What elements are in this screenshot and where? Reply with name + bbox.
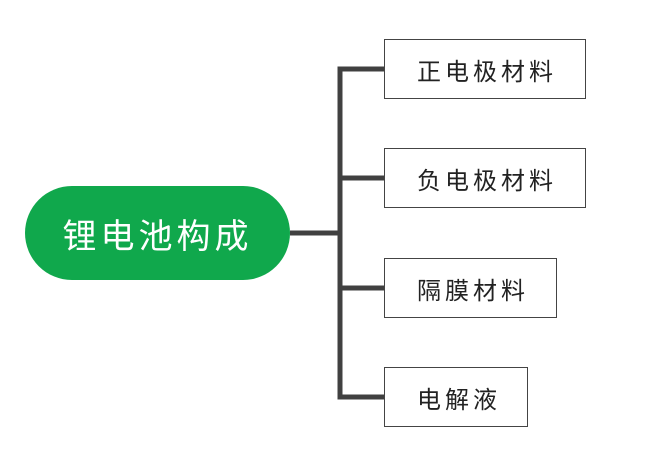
child-node-separator-material[interactable]: 隔膜材料 [384,258,557,318]
root-node[interactable]: 锂电池构成 [25,186,290,280]
child-node-label: 负电极材料 [417,166,557,195]
child-node-cathode-material[interactable]: 正电极材料 [384,39,586,99]
child-node-label: 电解液 [417,385,501,414]
child-node-label: 隔膜材料 [417,276,529,305]
root-node-label: 锂电池构成 [62,216,253,257]
child-node-anode-material[interactable]: 负电极材料 [384,148,586,208]
child-node-electrolyte[interactable]: 电解液 [384,367,528,427]
child-node-label: 正电极材料 [417,57,557,86]
